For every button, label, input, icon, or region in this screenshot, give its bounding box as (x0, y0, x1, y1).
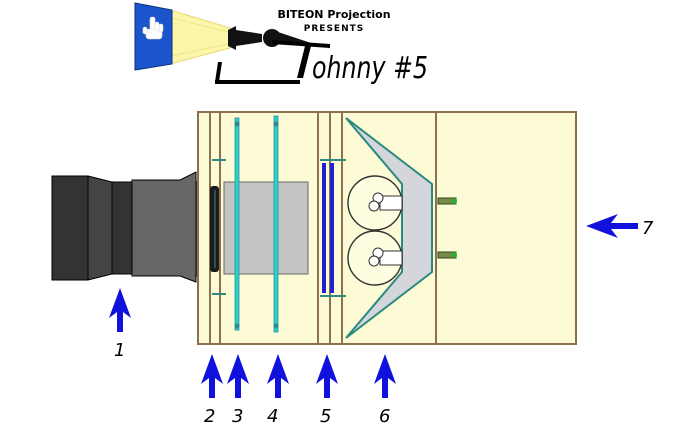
heat-filter (320, 159, 346, 297)
part-label-3: 3 (232, 406, 243, 427)
lens-front (51, 175, 89, 281)
projector-icon (228, 26, 236, 50)
part-label-4: 4 (267, 406, 278, 427)
presents-text: PRESENTS (304, 24, 364, 34)
title-text: ohnny #5 (312, 51, 428, 86)
light-beam (169, 9, 231, 65)
part-label-6: 6 (379, 406, 390, 427)
condenser-glass-2 (273, 115, 279, 333)
up-arrow-icon (316, 354, 338, 398)
lamp-bulb-icon (347, 175, 403, 231)
pin-connector-icon (437, 197, 457, 205)
pin-connector-icon (437, 251, 457, 259)
part-label-1: 1 (114, 340, 125, 361)
reflector (345, 117, 433, 339)
left-arrow-icon (586, 214, 638, 238)
up-arrow-icon (227, 354, 249, 398)
up-arrow-icon (109, 288, 131, 332)
lens-barrel (131, 171, 197, 283)
part-label-7: 7 (642, 218, 654, 239)
up-arrow-icon (374, 354, 396, 398)
logo (134, 2, 320, 71)
hand-shadow-icon (142, 16, 164, 40)
part-label-5: 5 (320, 406, 331, 427)
part-label-2: 2 (204, 406, 215, 427)
lens-assembly (51, 171, 207, 283)
company-name: BITEON Projection (277, 8, 390, 21)
condenser-glass-1 (234, 117, 240, 331)
up-arrow-icon (201, 354, 223, 398)
lamp-bulb-icon (347, 230, 403, 286)
up-arrow-icon (267, 354, 289, 398)
title-j-glyph (215, 40, 330, 84)
